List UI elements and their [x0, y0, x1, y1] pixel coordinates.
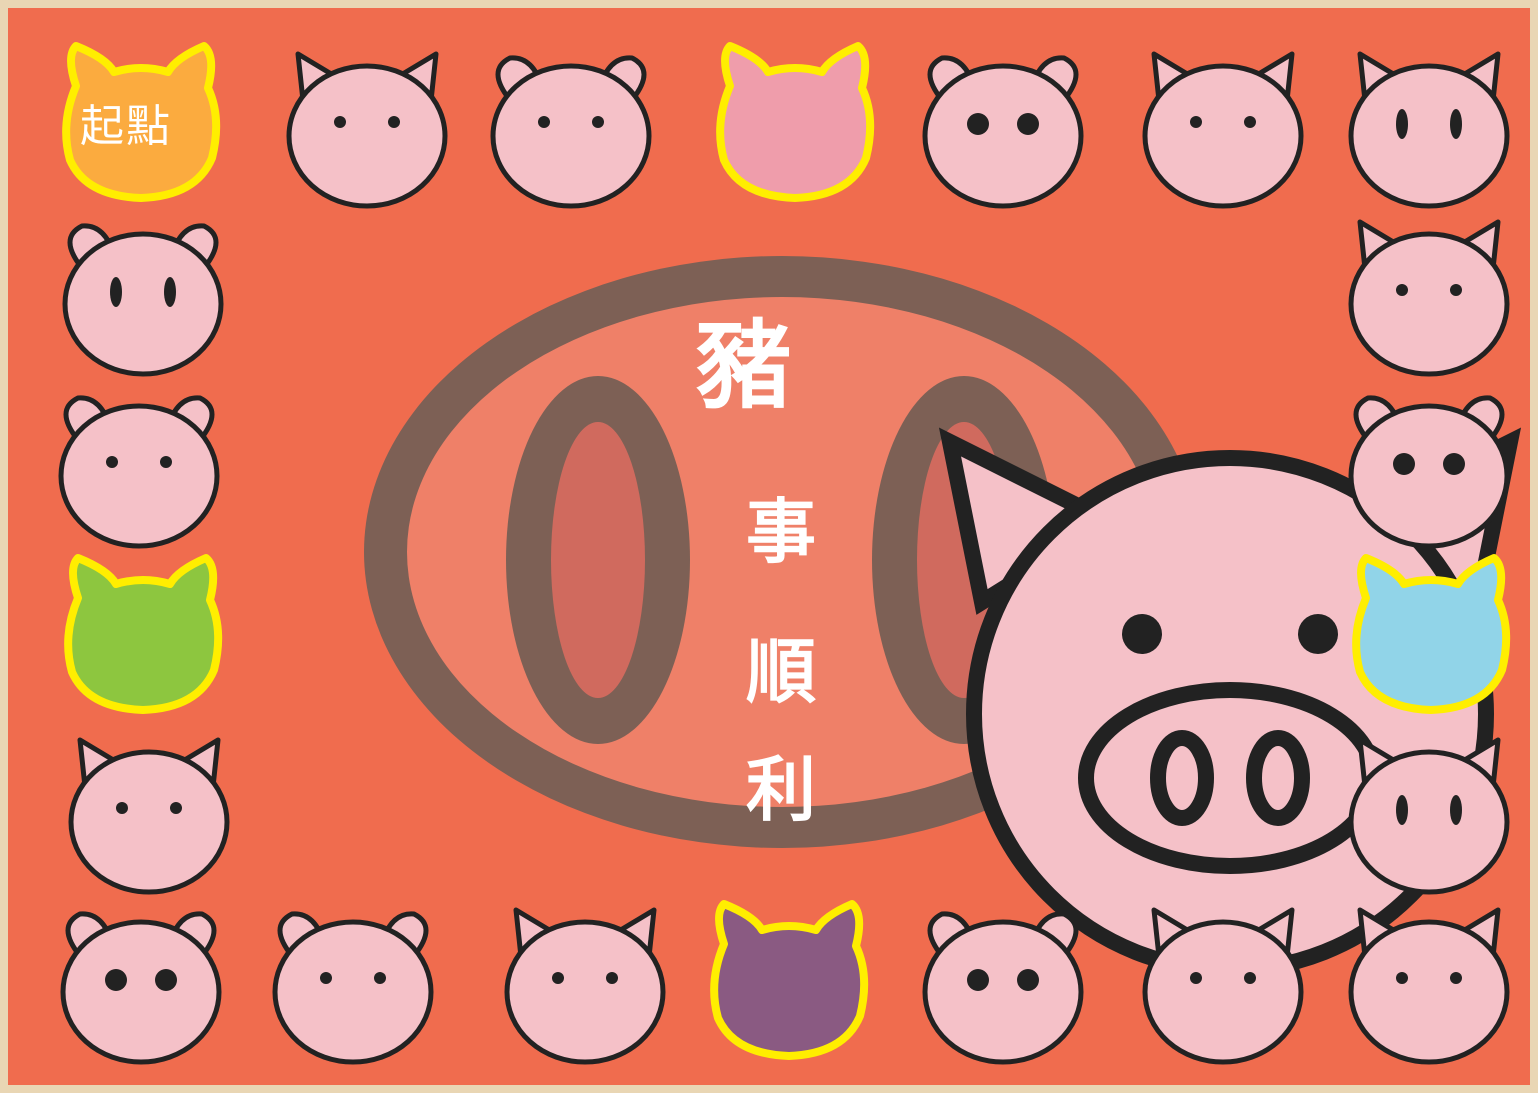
pig-space-left-4[interactable]: [44, 726, 254, 896]
pig-space-left-1[interactable]: [38, 208, 248, 378]
pig-face-icon: [62, 223, 224, 377]
pig-head-icon: [1352, 554, 1511, 714]
pig-head-icon: [62, 42, 221, 202]
pig-face-icon: [490, 55, 652, 209]
pig-face-icon: [60, 911, 222, 1065]
pig-face-icon: [58, 395, 220, 549]
pig-face-icon: [272, 911, 434, 1065]
pig-head-icon: [710, 900, 869, 1060]
slogan-char-2: 事: [746, 491, 816, 573]
game-board: 豬 事 順 利 起點: [8, 8, 1530, 1085]
pig-face-icon: [1348, 737, 1510, 895]
pig-space-right-2[interactable]: [1324, 380, 1534, 550]
pig-space-right-4[interactable]: [1324, 726, 1534, 896]
special-space-bottom-4[interactable]: [684, 896, 894, 1066]
pig-space-top-2[interactable]: [262, 40, 472, 210]
pig-space-left-2[interactable]: [34, 380, 244, 550]
pig-face-icon: [68, 737, 230, 895]
pig-head-icon: [64, 554, 223, 714]
pig-face-icon: [1348, 51, 1510, 209]
slogan-char-3: 順: [746, 631, 816, 713]
pig-space-bottom-6[interactable]: [1118, 896, 1328, 1066]
pig-space-top-5[interactable]: [898, 40, 1108, 210]
pig-face-icon: [286, 51, 448, 209]
special-space-top-4[interactable]: [690, 38, 900, 208]
center-snout: 豬 事 順 利: [342, 228, 1522, 978]
special-space-right-3[interactable]: [1326, 550, 1536, 720]
pig-space-top-6[interactable]: [1118, 40, 1328, 210]
pig-space-top-3[interactable]: [466, 40, 676, 210]
pig-head-icon: [716, 42, 875, 202]
pig-space-bottom-5[interactable]: [898, 896, 1108, 1066]
start-space[interactable]: 起點: [36, 38, 246, 208]
pig-face-icon: [1142, 51, 1304, 209]
pig-face-icon: [1348, 395, 1510, 549]
pig-space-bottom-1[interactable]: [36, 896, 246, 1066]
pig-space-bottom-3[interactable]: [480, 896, 690, 1066]
pig-space-bottom-2[interactable]: [248, 896, 458, 1066]
pig-space-top-7[interactable]: [1324, 40, 1534, 210]
pig-face-icon: [922, 911, 1084, 1065]
pig-face-icon: [1348, 907, 1510, 1065]
pig-face-icon: [922, 55, 1084, 209]
pig-space-right-1[interactable]: [1324, 208, 1534, 378]
pig-face-icon: [504, 907, 666, 1065]
start-label: 起點: [80, 101, 172, 152]
pig-face-icon: [1142, 907, 1304, 1065]
special-space-left-3[interactable]: [38, 550, 248, 720]
pig-face-icon: [1348, 219, 1510, 377]
slogan-char-4: 利: [746, 749, 816, 831]
slogan-char-1: 豬: [696, 310, 792, 422]
pig-space-bottom-7[interactable]: [1324, 896, 1534, 1066]
